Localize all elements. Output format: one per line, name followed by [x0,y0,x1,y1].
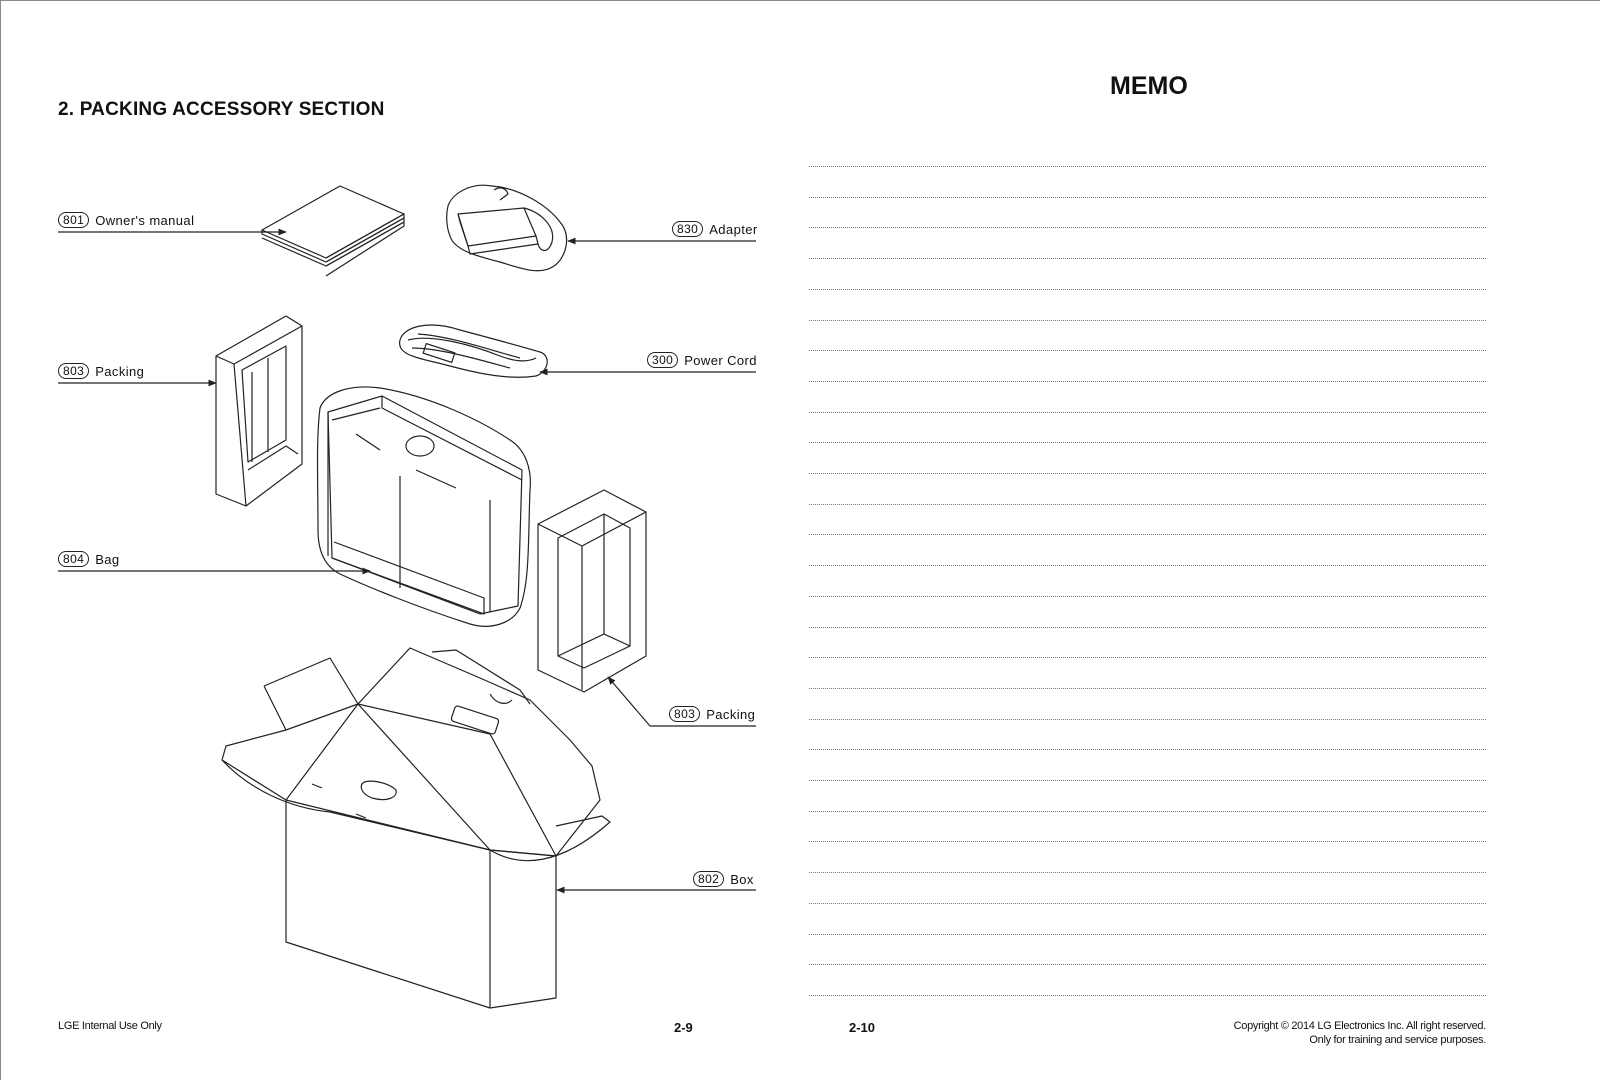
memo-line [809,749,1486,751]
part-label: Box [730,871,754,887]
memo-line [809,288,1486,290]
memo-line [809,166,1486,167]
memo-line [809,473,1486,474]
page-border-left [0,0,1,1080]
copyright-line-1: Copyright © 2014 LG Electronics Inc. All… [1233,1020,1487,1032]
section-title: 2. PACKING ACCESSORY SECTION [58,99,385,120]
memo-line [809,994,1486,996]
memo-line [809,196,1486,198]
memo-line [809,503,1486,505]
memo-line [809,258,1486,260]
memo-line [809,964,1486,966]
callout-bag: 804 Bag [58,551,120,567]
packing-left-drawing [215,315,303,507]
leader-lines [58,228,756,894]
part-label: Owner's manual [95,212,195,228]
part-number: 802 [693,871,725,887]
part-number: 804 [58,551,90,567]
copyright-notice: Copyright © 2014 LG Electronics Inc. All… [1233,1019,1487,1047]
part-label: Power Cord [684,352,757,368]
memo-line [809,657,1486,659]
callout-packing-right: 803 Packing [669,706,755,722]
memo-line [809,626,1486,628]
part-number: 803 [58,363,90,379]
memo-line [809,411,1486,413]
speaker-bag-drawing [316,386,531,627]
memo-title: MEMO [1110,72,1188,100]
packing-right-drawing [537,489,647,693]
memo-line [809,933,1486,935]
memo-line [809,810,1486,812]
part-label: Packing [95,363,145,379]
footer-internal-use: LGE Internal Use Only [58,1020,162,1032]
part-label: Adapter [709,221,758,237]
callout-power-cord: 300 Power Cord [647,352,757,368]
part-number: 300 [647,352,679,368]
callout-box: 802 Box [693,871,754,887]
memo-line [809,350,1486,352]
memo-line [809,780,1486,781]
page-number-right: 2-10 [849,1020,876,1035]
memo-line [809,534,1486,536]
callout-packing-left: 803 Packing [58,363,144,379]
part-label: Packing [706,706,756,722]
copyright-line-2: Only for training and service purposes. [1309,1034,1486,1046]
callout-adapter: 830 Adapter [672,221,758,237]
memo-line [809,442,1486,444]
memo-line [809,565,1486,567]
memo-line [809,902,1486,904]
memo-line [809,841,1486,843]
memo-line [809,380,1486,382]
part-number: 801 [58,212,90,228]
power-cord-drawing [399,324,548,378]
memo-line [809,872,1486,874]
callout-owners-manual: 801 Owner's manual [58,212,194,228]
memo-line [809,595,1486,597]
part-number: 803 [669,706,701,722]
part-number: 830 [672,221,704,237]
adapter-drawing [446,184,568,272]
box-drawing [221,647,611,1009]
page-number-left: 2-9 [674,1020,693,1035]
memo-line [809,227,1486,229]
owners-manual-drawing [261,185,405,277]
memo-line [809,319,1486,321]
memo-line [809,687,1486,689]
part-label: Bag [95,551,120,567]
page-border-top [0,0,1600,1]
memo-line [809,718,1486,720]
